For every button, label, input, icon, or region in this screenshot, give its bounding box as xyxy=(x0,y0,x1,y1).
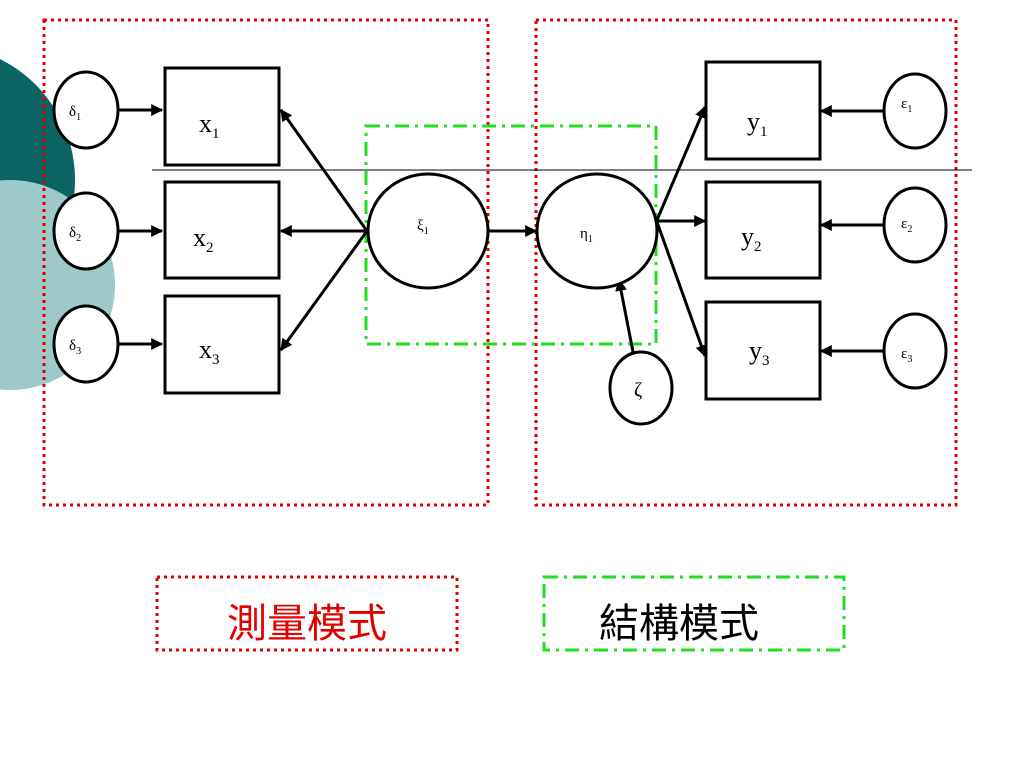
svg-text:δ3: δ3 xyxy=(69,338,81,357)
arrow-eta1-y3 xyxy=(655,221,708,358)
node-y1: y1 xyxy=(704,60,822,161)
svg-text:δ2: δ2 xyxy=(69,225,81,244)
measurement-boundary-endogenous xyxy=(534,18,958,507)
svg-text:η1: η1 xyxy=(580,226,593,245)
node-zeta: ζ xyxy=(608,350,674,426)
arrow-xi1-x3 xyxy=(279,230,369,351)
legend-structural-label: 結構模式 xyxy=(599,601,759,647)
svg-text:ε2: ε2 xyxy=(901,216,912,235)
svg-text:x1: x1 xyxy=(199,109,220,142)
node-x3: x3 xyxy=(163,294,281,395)
node-delta3: δ3 xyxy=(52,304,120,384)
node-eps1: ε1 xyxy=(882,72,948,150)
svg-text:ε1: ε1 xyxy=(901,96,912,115)
node-eps2: ε2 xyxy=(882,186,948,264)
svg-text:y3: y3 xyxy=(749,336,770,369)
svg-text:ξ1: ξ1 xyxy=(417,218,429,237)
svg-text:y2: y2 xyxy=(741,222,762,255)
node-x2: x2 xyxy=(163,180,281,280)
svg-text:x2: x2 xyxy=(193,223,214,256)
svg-text:δ1: δ1 xyxy=(69,104,81,123)
node-y3: y3 xyxy=(704,300,822,401)
arrow-xi1-x1 xyxy=(279,109,369,232)
node-xi1: ξ1 xyxy=(366,172,490,290)
svg-text:x3: x3 xyxy=(199,335,220,368)
legend-measurement-model: 測量模式 xyxy=(155,575,459,652)
node-delta2: δ2 xyxy=(52,191,120,271)
node-delta1: δ1 xyxy=(52,70,120,150)
legend-structural-model: 結構模式 xyxy=(542,575,846,652)
node-x1: x1 xyxy=(163,66,281,167)
node-eta1: η1 xyxy=(535,172,659,290)
arrow-eta1-y1 xyxy=(655,105,707,221)
arrow-zeta-eta1 xyxy=(615,278,635,353)
svg-text:ζ: ζ xyxy=(634,379,642,401)
legend-measurement-label: 測量模式 xyxy=(227,601,387,647)
node-eps3: ε3 xyxy=(882,312,948,390)
measurement-boundary-exogenous xyxy=(42,18,490,507)
svg-text:y1: y1 xyxy=(747,107,768,140)
node-y2: y2 xyxy=(704,180,822,280)
svg-text:ε3: ε3 xyxy=(901,346,912,365)
